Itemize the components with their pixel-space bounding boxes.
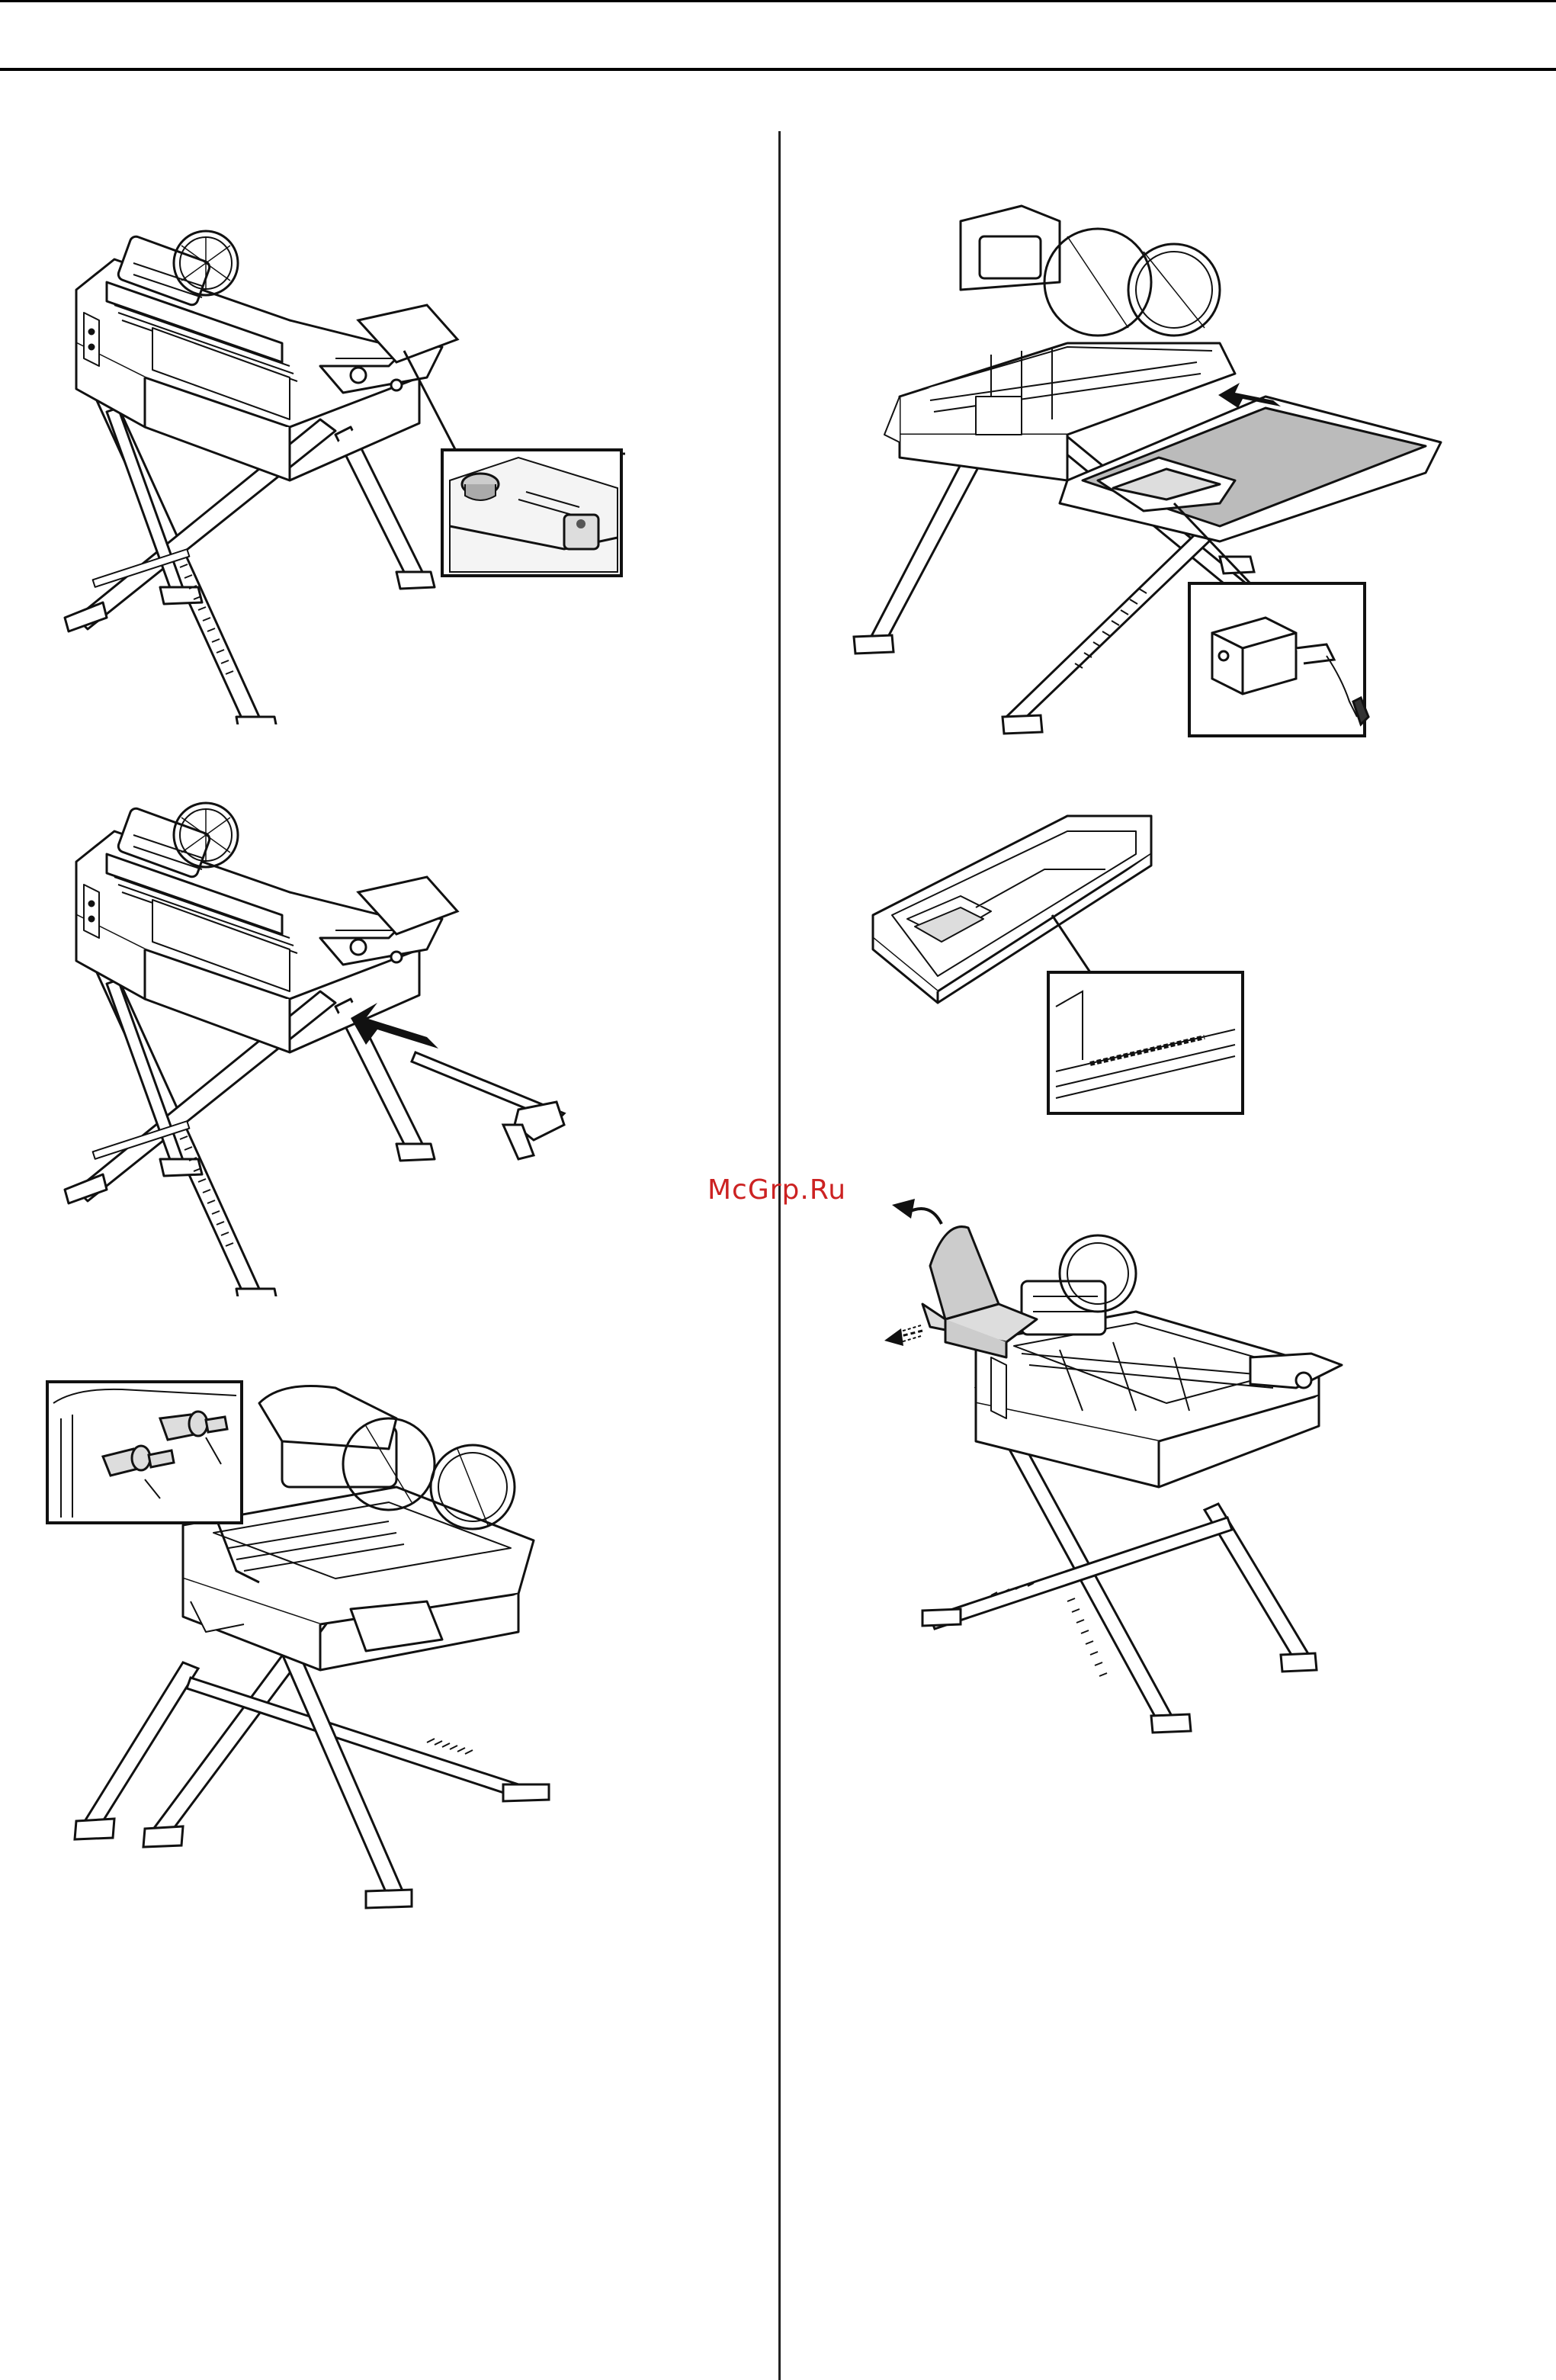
- figure-splash-guard: [869, 1190, 1372, 1754]
- header-rule-thin: [0, 0, 1556, 2]
- column-divider: [778, 131, 781, 2380]
- watermark-text: McGrp.Ru: [707, 1174, 846, 1206]
- figure-saw-knob-detail: [30, 191, 640, 724]
- figure-saw-insert-rail: [30, 778, 640, 1296]
- figure-saw-hose-detail: [30, 1373, 640, 1937]
- figure-tray-label-detail: [861, 808, 1288, 1129]
- figure-water-tray-pump: [839, 191, 1525, 763]
- header-rule-thick: [0, 68, 1556, 71]
